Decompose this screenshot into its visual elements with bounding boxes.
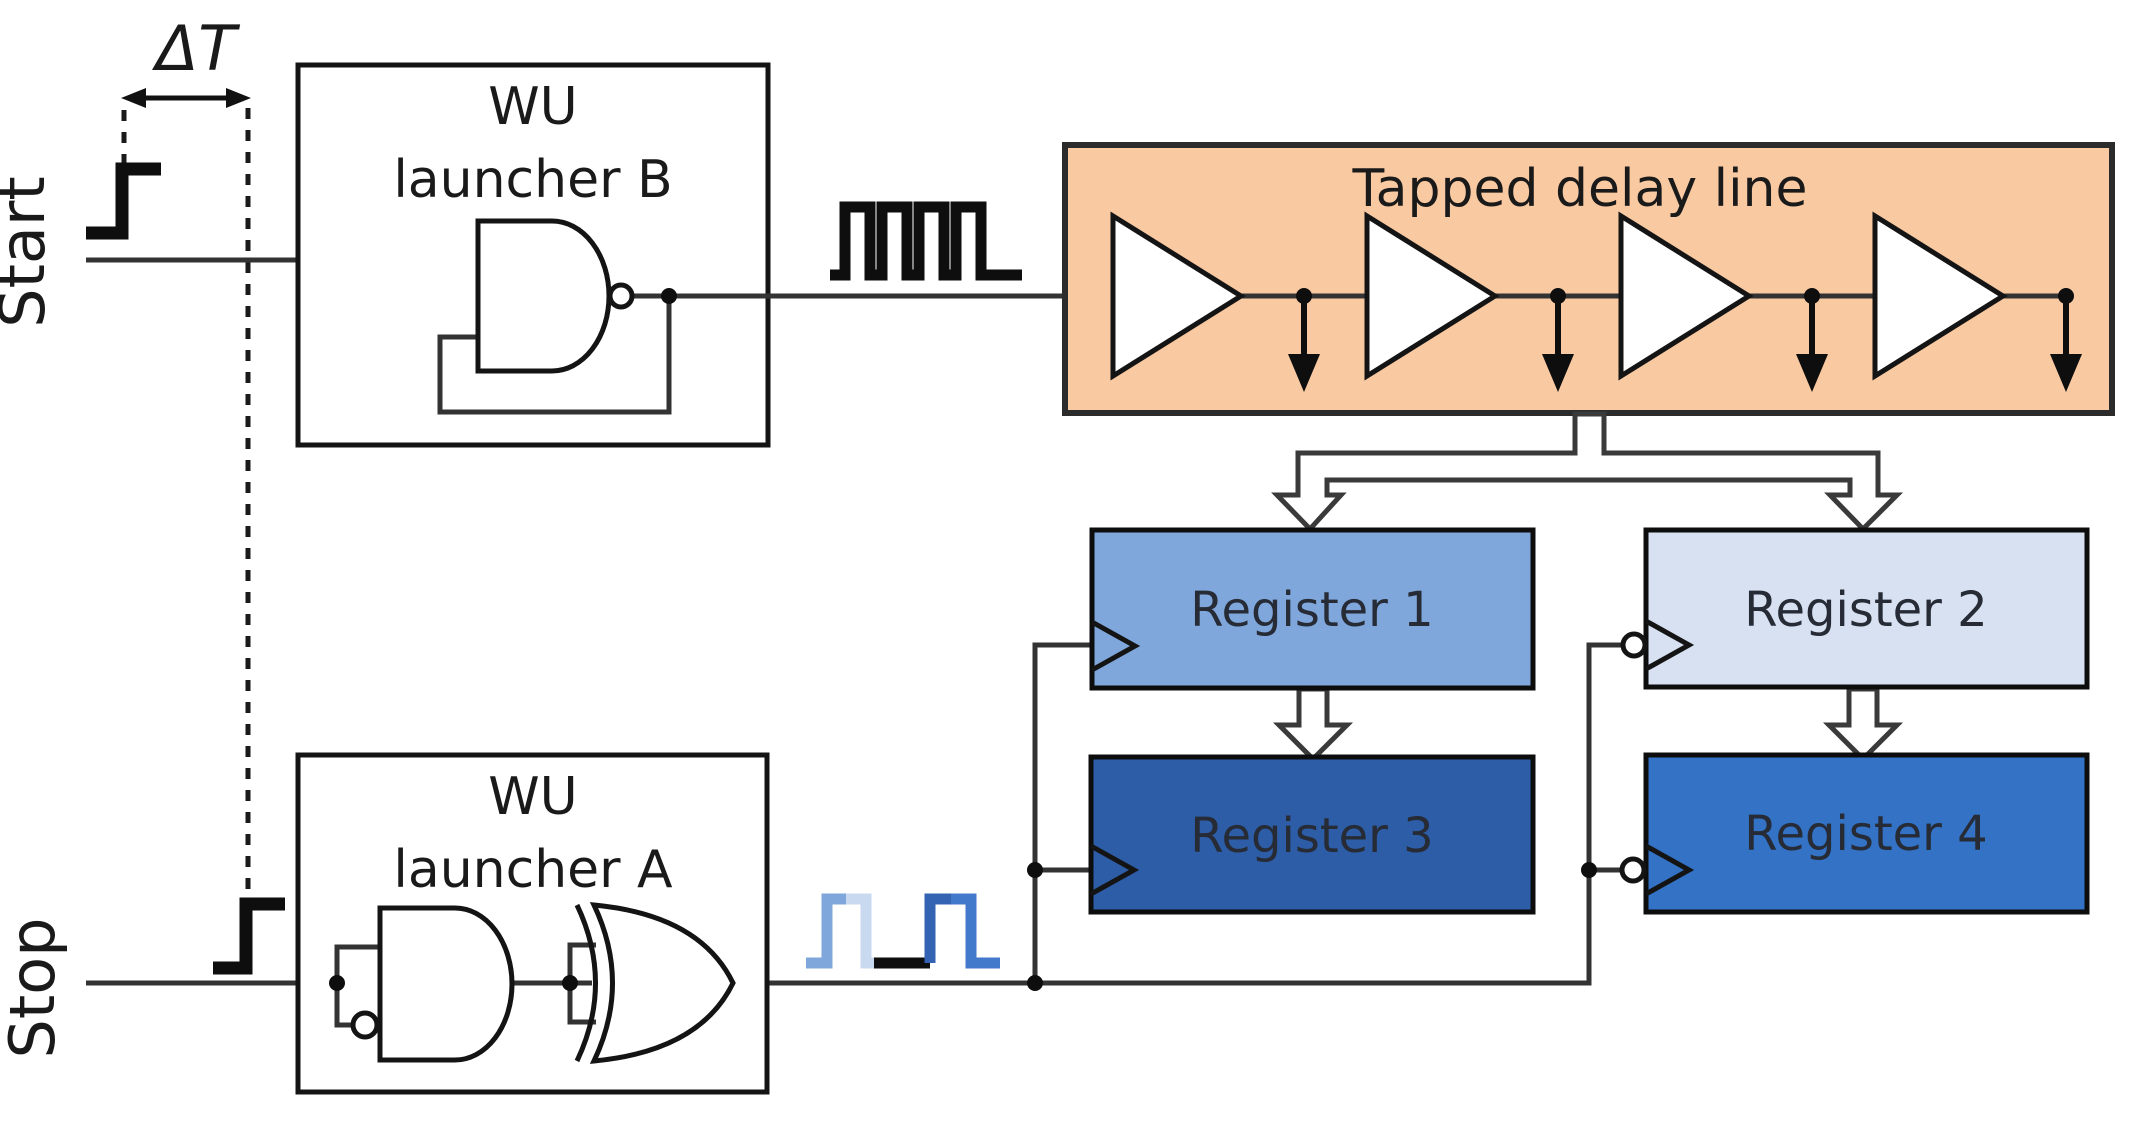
tap-arrowhead-icon: [1288, 354, 1320, 392]
nand-inverter-bubble-icon: [607, 282, 635, 310]
register-1-label: Register 1: [1190, 582, 1433, 638]
register-3-box: [1088, 754, 1536, 915]
reg1-to-reg3-arrow-icon: [1272, 686, 1354, 763]
stop-pulse-segment-reg1-icon: [806, 893, 846, 969]
register-1-clock-icon: [1090, 619, 1141, 673]
tap-1: [1288, 288, 1320, 392]
stop-pulse-segment-reg3-icon: [924, 893, 951, 963]
register-4-label: Register 4: [1744, 806, 1987, 862]
register-1-block: Register 1: [1089, 527, 1536, 691]
stop-pulse-waveform: [806, 893, 1000, 969]
left-clock-wire: [1032, 642, 1091, 983]
delta-t-label: ΔT: [152, 12, 240, 85]
nand-gate-icon: [475, 218, 612, 374]
start-rising-edge-icon: [86, 162, 161, 240]
junction-dot: [1027, 862, 1043, 878]
junction-dot: [661, 288, 677, 304]
wu-launcher-a-title-line2: launcher A: [393, 840, 673, 900]
delay-buffer-1-icon: [1110, 211, 1246, 381]
register-1-box: [1089, 527, 1536, 691]
input-inverter-bubble-icon: [350, 1010, 380, 1040]
xor-gate-icon: [589, 902, 736, 1064]
stop-pulse-segment-reg4-icon: [951, 893, 1000, 969]
register-3-clock-icon: [1089, 843, 1140, 897]
clock-burst-waveform-icon: [830, 201, 1022, 281]
start-input: Start: [0, 162, 478, 328]
tap-arrowhead-icon: [2050, 354, 2082, 392]
delta-t-annotation: ΔT: [121, 12, 251, 893]
stop-rising-edge-icon: [213, 897, 285, 975]
tapped-delay-line-title: Tapped delay line: [1351, 159, 1807, 219]
nand-feedback-wire: [437, 296, 672, 415]
start-label: Start: [0, 176, 59, 327]
register-3-label: Register 3: [1190, 808, 1433, 864]
register-4-block: Register 4: [1619, 752, 2090, 915]
tap-3: [1796, 288, 1828, 392]
delta-t-arrowhead-right-icon: [226, 88, 251, 108]
register-3-block: Register 3: [1088, 754, 1536, 915]
delay-buffer-4-icon: [1872, 211, 2008, 381]
tap-arrowhead-icon: [1542, 354, 1574, 392]
and-gate-icon: [377, 905, 515, 1063]
clock-distribution-wiring: [733, 642, 1622, 991]
delay-buffer-3-icon: [1618, 211, 1754, 381]
wu-launcher-a-box: [295, 752, 770, 1095]
xor-extra-arc-icon: [574, 903, 598, 1063]
stop-output-wire: [733, 642, 1622, 986]
junction-dot: [1027, 975, 1043, 991]
stop-pulse-segment-reg2-icon: [846, 893, 878, 969]
tap-2: [1542, 288, 1574, 392]
wu-launcher-b-title-line2: launcher B: [393, 150, 672, 210]
wu-launcher-a-block: WU launcher A: [295, 752, 770, 1095]
tapped-delay-line-block: Tapped delay line: [1062, 142, 2115, 416]
register-2-label: Register 2: [1744, 582, 1987, 638]
junction-dot: [329, 975, 345, 991]
register-2-clock-inverter-bubble-icon: [1620, 631, 1648, 659]
register-4-clock-inverter-bubble-icon: [1619, 856, 1647, 884]
register-4-clock-icon: [1644, 843, 1695, 897]
delta-t-arrowhead-left-icon: [121, 88, 146, 108]
reg2-to-reg4-arrow-icon: [1822, 686, 1904, 763]
junction-dot: [1581, 862, 1597, 878]
register-2-block: Register 2: [1620, 527, 2090, 690]
tap-arrowhead-icon: [1796, 354, 1828, 392]
wu-launcher-b-block: WU launcher B: [295, 62, 1113, 448]
delay-output-split-arrow-icon: [1271, 411, 1904, 533]
junction-dot: [562, 975, 578, 991]
delay-buffer-2-icon: [1364, 211, 1500, 381]
tap-4: [2050, 288, 2082, 392]
stop-label: Stop: [0, 918, 69, 1059]
wu-launcher-b-title-line1: WU: [488, 77, 577, 137]
register-2-clock-icon: [1644, 618, 1695, 672]
register-2-box: [1643, 527, 2090, 690]
register-4-box: [1643, 752, 2090, 915]
wu-launcher-a-title-line1: WU: [488, 767, 577, 827]
